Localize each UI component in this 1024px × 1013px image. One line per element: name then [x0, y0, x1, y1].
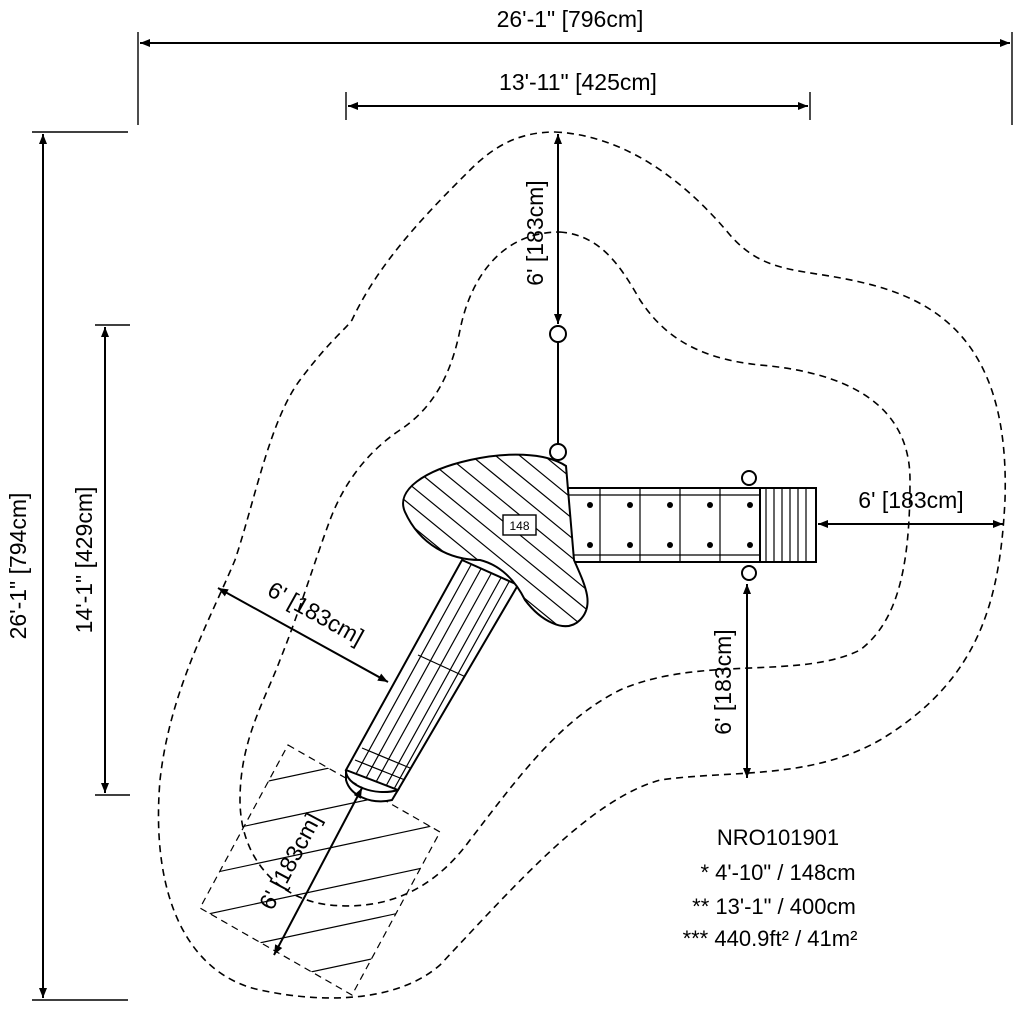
slide-exit-clearance-label: 6' [183cm]: [254, 809, 326, 914]
model-number: NRO101901: [717, 825, 839, 850]
deck-platform: 148: [402, 453, 589, 627]
right-clearance-label: 6' [183cm]: [858, 487, 963, 513]
slide-side-clearance-label: 6' [183cm]: [263, 576, 368, 650]
deck-height-tag: [502, 514, 537, 536]
spec-height-2: ** 13'-1" / 400cm: [692, 894, 856, 919]
overall-depth-dimension: 26'-1" [794cm]: [5, 131, 128, 1001]
top-clearance-dimension: 6' [183cm]: [522, 134, 562, 324]
slide-exit-zone: [199, 744, 441, 996]
spec-block: NRO101901 * 4'-10" / 148cm ** 13'-1" / 4…: [683, 825, 858, 951]
structure-depth-dimension: 14'-1" [429cm]: [71, 324, 130, 796]
deck-height-tag-label: 148: [509, 519, 529, 533]
overall-depth-label: 26'-1" [794cm]: [5, 493, 31, 640]
right-clearance-dimension: 6' [183cm]: [818, 487, 1003, 528]
spec-height: * 4'-10" / 148cm: [700, 860, 855, 885]
structure-width-label: 13'-11" [425cm]: [499, 69, 657, 95]
slide: [344, 558, 520, 803]
pole-rope: [549, 325, 567, 461]
lower-right-clearance-dimension: 6' [183cm]: [710, 584, 751, 778]
climber-bridge: [565, 470, 817, 581]
structure-depth-label: 14'-1" [429cm]: [71, 487, 97, 634]
outer-use-zone: [157, 131, 1006, 999]
overall-width-label: 26'-1" [796cm]: [497, 6, 644, 32]
lower-right-clearance-label: 6' [183cm]: [710, 629, 736, 734]
structure-width-dimension: 13'-11" [425cm]: [345, 69, 811, 120]
inner-use-zone: [239, 231, 911, 907]
slide-exit-clearance-dimension: 6' [183cm]: [254, 787, 363, 956]
spec-area: *** 440.9ft² / 41m²: [683, 926, 858, 951]
top-clearance-label: 6' [183cm]: [522, 180, 548, 285]
overall-width-dimension: 26'-1" [796cm]: [137, 6, 1013, 125]
slide-side-clearance-dimension: 6' [183cm]: [217, 576, 389, 683]
